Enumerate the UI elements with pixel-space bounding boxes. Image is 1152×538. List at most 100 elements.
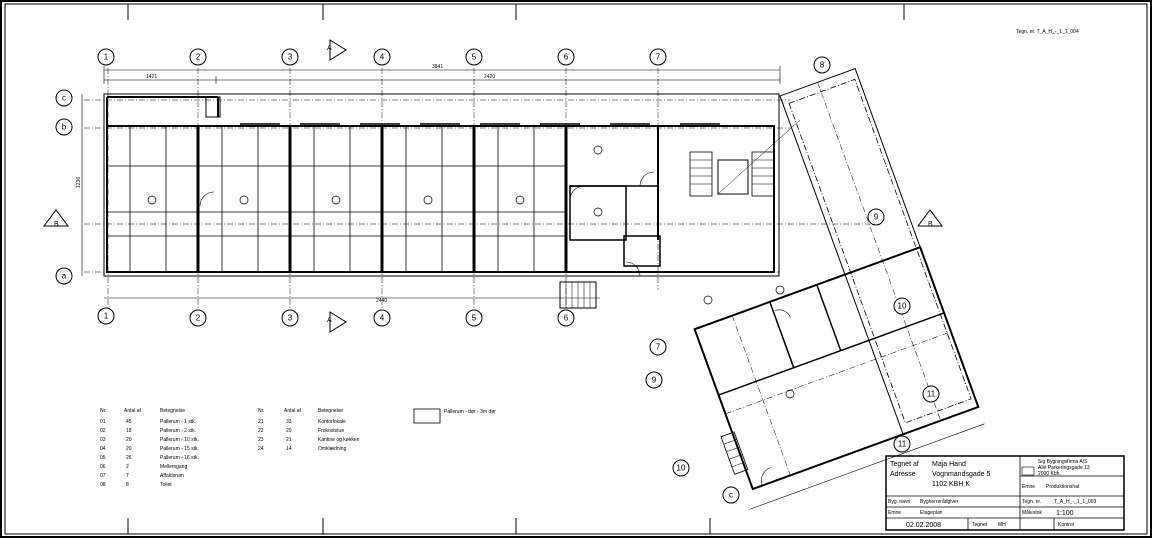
grid-bubble: 7 <box>649 338 667 356</box>
legend-header-count: Antal af <box>124 408 142 414</box>
title-revision-label: Tegnet <box>972 522 988 528</box>
title-company-line: 2000 Kbh. <box>1038 471 1061 477</box>
svg-text:c: c <box>729 491 733 500</box>
title-subject: Etageplan <box>920 510 943 516</box>
grid-bubbles-left: c b a <box>55 89 73 285</box>
title-type-value: Produktionshal <box>1046 484 1079 490</box>
dim-left-part: 1421 <box>146 74 157 80</box>
svg-text:18: 18 <box>126 428 132 434</box>
grid-bubble: 3 <box>281 48 299 66</box>
svg-text:26: 26 <box>126 455 132 461</box>
legend-header-label: Betegnelse <box>160 408 185 414</box>
dim-overall: 3841 <box>432 64 443 70</box>
legend-symbol: Pallerum - dør - 3m dør <box>413 408 496 424</box>
grid-bubbles-bottom: 1 2 3 4 5 6 <box>97 307 575 327</box>
rotated-wing <box>693 67 985 510</box>
title-block <box>885 455 1125 531</box>
svg-text:6: 6 <box>564 314 569 323</box>
title-address-line: 1102 KBH K <box>932 481 970 488</box>
grid-bubble: 2 <box>189 309 207 327</box>
grid-bubble: b <box>55 118 73 136</box>
svg-text:2: 2 <box>196 53 201 62</box>
svg-text:33: 33 <box>286 419 292 425</box>
title-check-label: Kontrol <box>1058 522 1074 528</box>
svg-text:9: 9 <box>874 213 879 222</box>
svg-text:21: 21 <box>258 419 264 425</box>
title-scale: 1:100 <box>1056 510 1074 517</box>
svg-text:11: 11 <box>898 440 907 449</box>
svg-text:Omklædning: Omklædning <box>318 446 347 452</box>
svg-text:Pallerum - 16 stk.: Pallerum - 16 stk. <box>160 455 199 461</box>
svg-text:7: 7 <box>126 473 129 479</box>
sheet-border-inner <box>4 3 1148 535</box>
grid-bubble: 1 <box>97 307 115 325</box>
svg-text:Mellemgang: Mellemgang <box>160 464 187 470</box>
svg-text:20: 20 <box>126 437 132 443</box>
legend-header-nr: Nr. <box>100 408 106 414</box>
border-ticks <box>127 4 905 534</box>
grid-bubble: 1 <box>97 48 115 66</box>
svg-text:b: b <box>62 123 67 132</box>
title-address-line: Vognmandsgade 5 <box>932 471 990 478</box>
sheet-reference: Tegn. nr. T_A_H_-_1_1_004 <box>1016 29 1079 35</box>
svg-text:Pallerum - dør - 3m dør: Pallerum - dør - 3m dør <box>444 409 496 415</box>
svg-text:1: 1 <box>104 53 109 62</box>
svg-text:5: 5 <box>472 314 477 323</box>
grid-bubbles-rotated: 8 9 10 11 7 9 10 11 c <box>645 56 940 504</box>
grid-bubble: 2 <box>189 48 207 66</box>
title-subject-label: Emne <box>888 510 901 516</box>
grid-bubble: 9 <box>645 371 663 389</box>
legend-header-count: Antal af <box>284 408 302 414</box>
grid-bubble: 10 <box>672 459 690 477</box>
title-drawing-no: T_A_H_-_1_1_003 <box>1054 499 1096 505</box>
grid-bubble: 10 <box>893 297 911 315</box>
svg-text:Toilet: Toilet <box>160 482 172 488</box>
room-markers <box>147 145 795 399</box>
svg-text:Kantine og køkken: Kantine og køkken <box>318 437 360 443</box>
legend-row: 07 7 Affaldsrum <box>100 473 184 479</box>
svg-text:Kontorlokale: Kontorlokale <box>318 419 346 425</box>
title-drawing-no-label: Tegn. nr. <box>1022 499 1041 505</box>
svg-text:B: B <box>928 221 933 228</box>
legend-row: 05 26 Pallerum - 16 stk. <box>100 455 199 461</box>
svg-text:a: a <box>62 272 67 281</box>
title-project-name: Bygherrerådgiver <box>920 498 959 505</box>
svg-text:22: 22 <box>258 428 264 434</box>
svg-text:Pallerum - 10 stk.: Pallerum - 10 stk. <box>160 437 199 443</box>
svg-text:7: 7 <box>656 343 661 352</box>
svg-text:02: 02 <box>100 428 106 434</box>
grid-bubble: 11 <box>922 385 940 403</box>
svg-text:4: 4 <box>380 53 385 62</box>
title-date: 02.02.2008 <box>906 522 941 529</box>
svg-text:20: 20 <box>126 446 132 452</box>
svg-text:1: 1 <box>104 312 109 321</box>
svg-text:8: 8 <box>820 61 825 70</box>
svg-text:2: 2 <box>196 314 201 323</box>
svg-text:04: 04 <box>100 446 106 452</box>
title-address-label: Adresse <box>890 471 916 478</box>
grid-bubble: 7 <box>649 48 667 66</box>
svg-text:4: 4 <box>380 314 385 323</box>
svg-text:3: 3 <box>288 53 293 62</box>
grid-bubble: c <box>55 89 73 107</box>
section-marker-a-bottom: A <box>327 311 347 333</box>
title-drawn-by: Maja Hand <box>932 461 966 468</box>
grid-bubble: 9 <box>867 208 885 226</box>
svg-text:Affaldsrum: Affaldsrum <box>160 473 184 479</box>
svg-text:23: 23 <box>258 437 264 443</box>
svg-text:2: 2 <box>126 464 129 470</box>
svg-text:B: B <box>54 221 59 228</box>
svg-text:05: 05 <box>100 455 106 461</box>
svg-text:07: 07 <box>100 473 106 479</box>
grid-bubble: 5 <box>465 48 483 66</box>
title-scale-label: Målestok <box>1022 509 1043 516</box>
grid-bubble: 3 <box>281 309 299 327</box>
svg-text:A: A <box>327 45 332 52</box>
